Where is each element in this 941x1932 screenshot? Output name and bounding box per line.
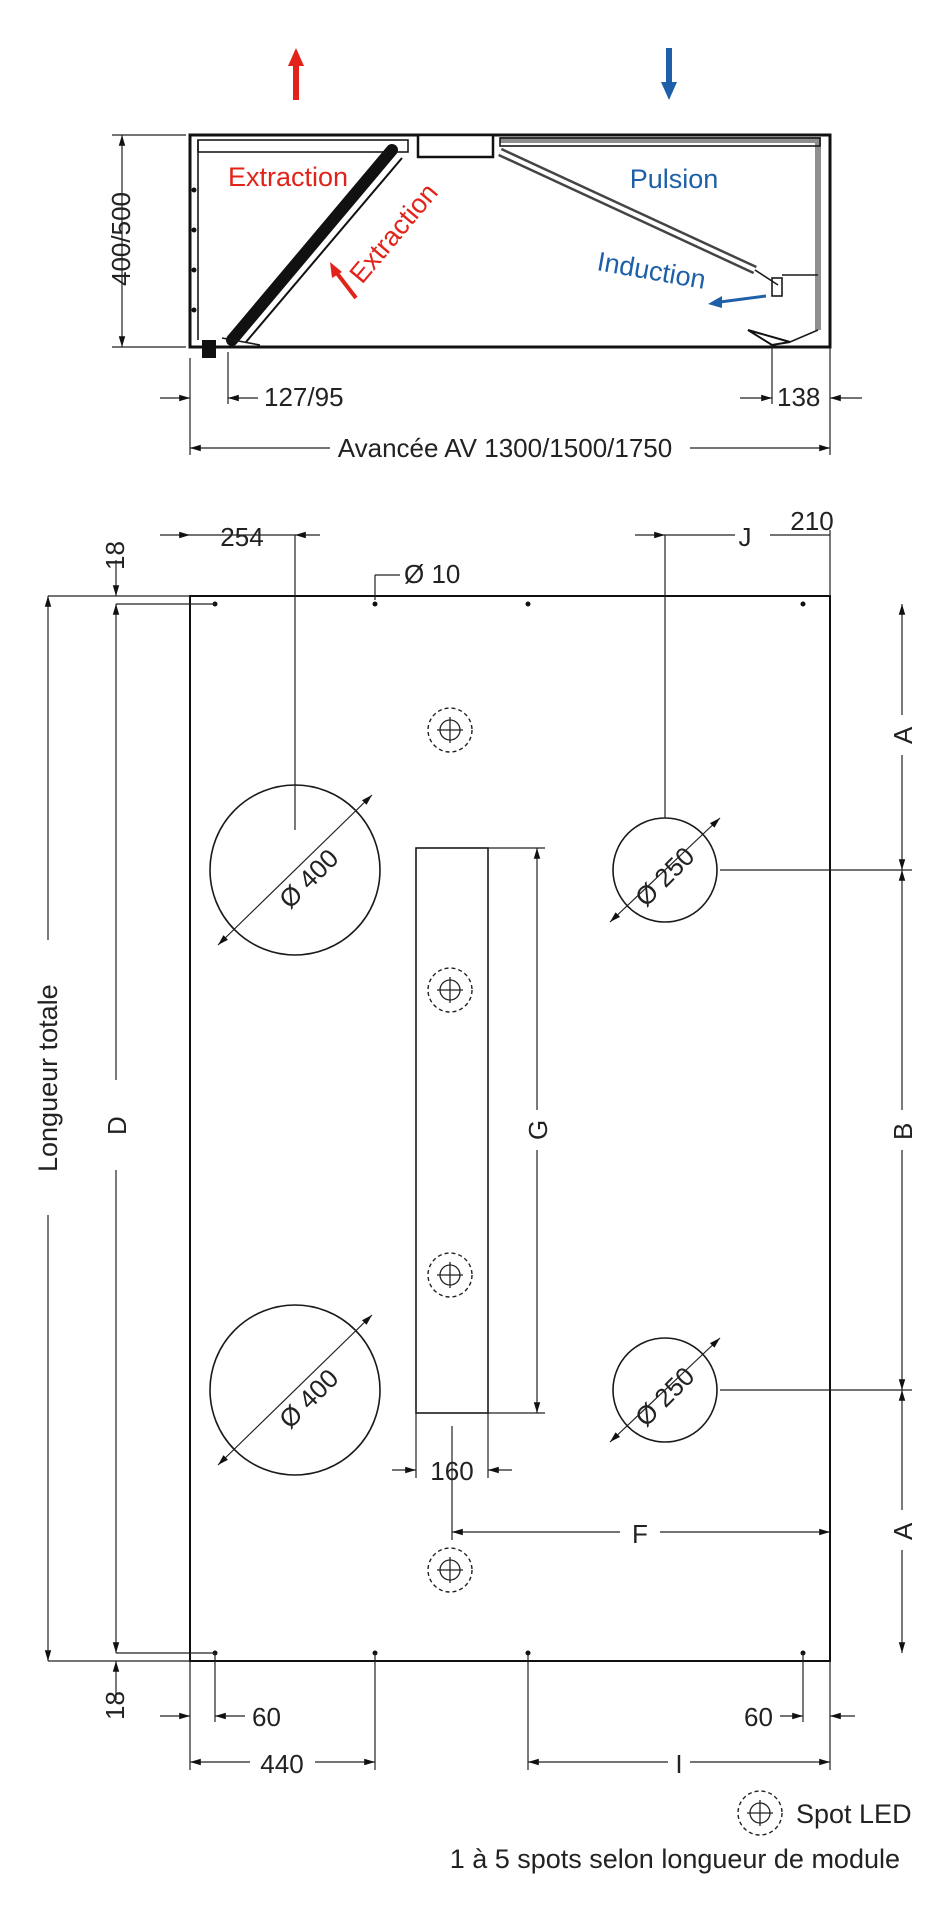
dim-18-bottom: 18 xyxy=(100,1691,130,1720)
dim-440: 440 xyxy=(260,1749,303,1779)
dim-i: I xyxy=(675,1749,682,1779)
dim-height: 400/500 xyxy=(106,192,136,286)
pulsion-label: Pulsion xyxy=(630,164,719,194)
dim-b: B xyxy=(888,1123,918,1140)
duct-400-bottom: Ø 400 xyxy=(209,1304,381,1476)
extraction-diagonal-arrow-icon xyxy=(330,262,358,300)
circle-250-top-label: Ø 250 xyxy=(629,841,700,912)
duct-250-bottom: Ø 250 xyxy=(609,1337,721,1443)
circle-400-top-label: Ø 400 xyxy=(273,843,344,914)
plan-view: Ø 400 Ø 400 Ø 250 Ø 250 254 xyxy=(33,506,918,1779)
dim-right-offset: 138 xyxy=(777,382,820,412)
dim-a-top: A xyxy=(888,726,918,744)
dim-left-offset: 127/95 xyxy=(264,382,344,412)
dim-hole-diameter: Ø 10 xyxy=(404,559,460,589)
dim-d: D xyxy=(102,1116,132,1135)
induction-arrow-icon xyxy=(708,294,767,308)
extraction-label-top: Extraction xyxy=(228,162,348,192)
dim-60-right: 60 xyxy=(744,1702,773,1732)
legend-spot-note: 1 à 5 spots selon longueur de module xyxy=(450,1844,900,1874)
dim-depth: Avancée AV 1300/1500/1750 xyxy=(338,433,672,463)
dim-254: 254 xyxy=(220,522,263,552)
dim-j: J xyxy=(739,522,752,552)
circle-400-bottom-label: Ø 400 xyxy=(273,1363,344,1434)
total-length-label: Longueur totale xyxy=(33,984,63,1172)
side-view: Extraction Extraction Pulsion Induction … xyxy=(106,48,862,463)
dim-210: 210 xyxy=(790,506,833,536)
plan-outline xyxy=(189,595,831,1662)
spot-led-icon xyxy=(427,1547,473,1593)
spot-led-icon xyxy=(427,1252,473,1298)
duct-250-top: Ø 250 xyxy=(609,817,721,923)
legend-spot-label: Spot LED xyxy=(796,1799,912,1829)
spot-led-icon xyxy=(427,707,473,753)
spot-led-icon xyxy=(427,967,473,1013)
dim-g: G xyxy=(523,1120,553,1140)
dim-f: F xyxy=(632,1519,648,1549)
induction-label: Induction xyxy=(595,246,708,295)
circle-250-bottom-label: Ø 250 xyxy=(629,1361,700,1432)
lighting-strip xyxy=(415,847,489,1414)
extraction-arrow-up-icon xyxy=(288,48,304,100)
pulsion-arrow-down-icon xyxy=(661,48,677,100)
fixing-holes xyxy=(212,601,806,1656)
dim-18-top: 18 xyxy=(100,541,130,570)
legend: Spot LED 1 à 5 spots selon longueur de m… xyxy=(450,1790,912,1874)
spot-led-icon xyxy=(737,1790,783,1836)
dim-60-left: 60 xyxy=(252,1702,281,1732)
dim-a-bottom: A xyxy=(888,1522,918,1540)
